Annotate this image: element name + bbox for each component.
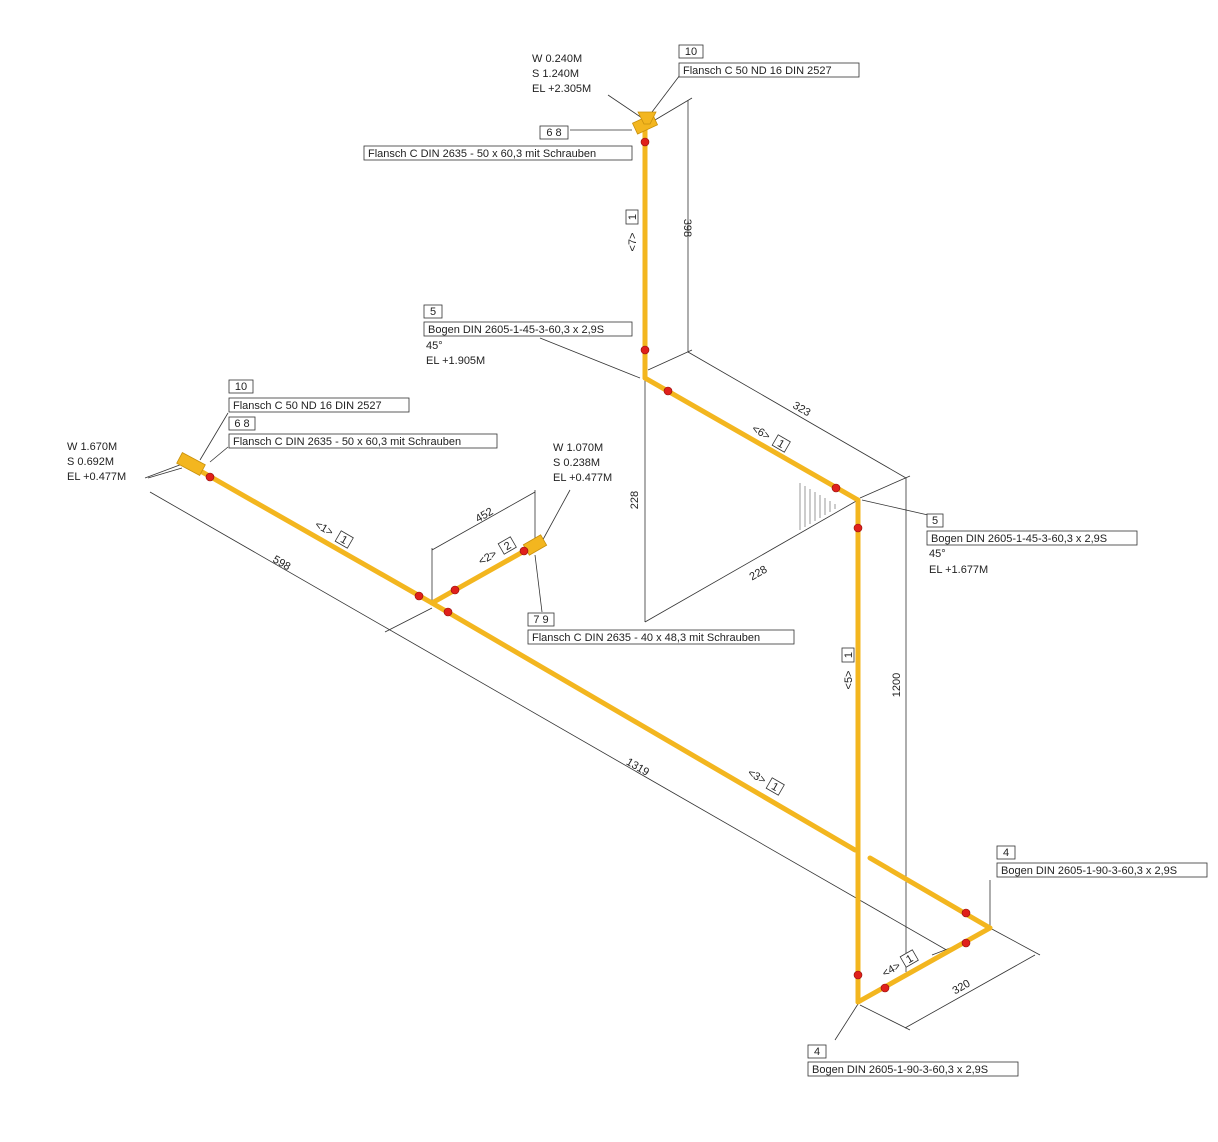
svg-text:6 8: 6 8 [546,127,561,139]
callout-branch-coords: W 1.070M S 0.238M EL +0.477M [553,442,612,484]
svg-text:1: 1 [843,652,855,658]
svg-text:S 1.240M: S 1.240M [532,68,579,80]
svg-text:2: 2 [502,540,513,553]
segment-2-tag: <2> 2 [477,536,517,568]
dim-1319: 1319 [624,756,651,779]
svg-text:EL +1.905M: EL +1.905M [426,355,485,367]
hatch-marks [799,483,836,530]
dim-1200: 1200 [891,673,903,697]
svg-text:10: 10 [685,46,697,58]
svg-text:1: 1 [904,953,915,966]
dimension-lines [144,97,1041,1031]
segment-4-tag: <4> 1 [880,949,919,980]
svg-text:Bogen DIN 2605-1-45-3-60,3 x 2: Bogen DIN 2605-1-45-3-60,3 x 2,9S [931,533,1107,545]
svg-text:EL +2.305M: EL +2.305M [532,83,591,95]
callout-branch-flange: 7 9 Flansch C DIN 2635 - 40 x 48,3 mit S… [527,612,795,645]
pipe-runs [187,125,993,1005]
segment-5-tag: <5> 1 [841,647,855,690]
pipe-segment-2 [429,542,538,606]
svg-text:Flansch C 50 ND 16 DIN 2527: Flansch C 50 ND 16 DIN 2527 [683,65,832,77]
svg-text:1: 1 [775,438,786,451]
dim-398: 398 [681,219,693,237]
svg-text:S 0.238M: S 0.238M [553,457,600,469]
callout-left-flange: 10 Flansch C 50 ND 16 DIN 2527 [228,379,410,413]
svg-text:45°: 45° [426,340,443,352]
weld-points [205,137,971,993]
svg-text:7 9: 7 9 [533,614,548,626]
svg-text:4: 4 [814,1046,820,1058]
svg-text:Bogen DIN 2605-1-45-3-60,3 x 2: Bogen DIN 2605-1-45-3-60,3 x 2,9S [428,324,604,336]
svg-text:6 8: 6 8 [234,418,249,430]
svg-text:Bogen DIN 2605-1-90-3-60,3 x 2: Bogen DIN 2605-1-90-3-60,3 x 2,9S [1001,865,1177,877]
dim-452: 452 [474,506,496,526]
dimension-values: 398 323 228 228 452 598 1319 1200 320 [271,219,973,997]
pipe-segment-3 [429,600,993,931]
svg-text:<3>: <3> [745,767,767,787]
svg-text:45°: 45° [929,548,946,560]
callout-top-bolt: 6 8 Flansch C DIN 2635 - 50 x 60,3 mit S… [363,125,633,161]
svg-text:Flansch C DIN 2635 - 40 x 48,3: Flansch C DIN 2635 - 40 x 48,3 mit Schra… [532,632,760,644]
dim-320: 320 [951,978,973,998]
leader-lines [147,74,991,1041]
svg-text:W 0.240M: W 0.240M [532,53,582,65]
pipe-segment-4 [855,925,993,1005]
svg-text:EL +0.477M: EL +0.477M [553,472,612,484]
pipe-segment-6 [642,375,861,503]
callout-top-flange: 10 Flansch C 50 ND 16 DIN 2527 [678,44,860,78]
left-flange-icon [176,452,206,476]
flanges [176,111,659,556]
dim-323: 323 [791,400,813,420]
svg-text:S 0.692M: S 0.692M [67,456,114,468]
svg-text:Flansch C 50 ND 16 DIN 2527: Flansch C 50 ND 16 DIN 2527 [233,400,382,412]
pipe-segment-1 [187,462,435,606]
dim-598: 598 [271,554,293,574]
svg-text:4: 4 [1003,847,1009,859]
callout-upper-bend: 5 Bogen DIN 2605-1-45-3-60,3 x 2,9S 45° … [423,304,633,367]
callout-elbow-right: 4 Bogen DIN 2605-1-90-3-60,3 x 2,9S [996,845,1208,878]
svg-text:1: 1 [627,214,639,220]
svg-text:5: 5 [430,306,436,318]
callout-top-coords: W 0.240M S 1.240M EL +2.305M [532,53,591,95]
svg-text:<5>: <5> [843,671,855,690]
dim-228-vertical: 228 [629,491,641,509]
svg-text:EL +1.677M: EL +1.677M [929,564,988,576]
top-flange-icon [631,111,659,135]
callout-left-coords: W 1.670M S 0.692M EL +0.477M [67,441,126,483]
svg-text:Flansch C DIN 2635 - 50 x 60,3: Flansch C DIN 2635 - 50 x 60,3 mit Schra… [368,148,596,160]
svg-text:5: 5 [932,515,938,527]
svg-text:<7>: <7> [627,233,639,252]
svg-text:EL +0.477M: EL +0.477M [67,471,126,483]
svg-text:1: 1 [338,534,349,547]
dim-228-diagonal: 228 [748,564,770,584]
callout-elbow-bottom: 4 Bogen DIN 2605-1-90-3-60,3 x 2,9S [807,1044,1019,1077]
svg-text:W 1.070M: W 1.070M [553,442,603,454]
svg-text:Bogen DIN 2605-1-90-3-60,3 x 2: Bogen DIN 2605-1-90-3-60,3 x 2,9S [812,1064,988,1076]
callout-left-bolt: 6 8 Flansch C DIN 2635 - 50 x 60,3 mit S… [228,416,498,449]
svg-text:10: 10 [235,381,247,393]
callout-right-bend: 5 Bogen DIN 2605-1-45-3-60,3 x 2,9S 45° … [926,513,1138,576]
segment-7-tag: <7> 1 [625,209,639,252]
svg-text:1: 1 [769,781,780,794]
svg-text:W 1.670M: W 1.670M [67,441,117,453]
svg-text:Flansch C DIN 2635 - 50 x 60,3: Flansch C DIN 2635 - 50 x 60,3 mit Schra… [233,436,461,448]
